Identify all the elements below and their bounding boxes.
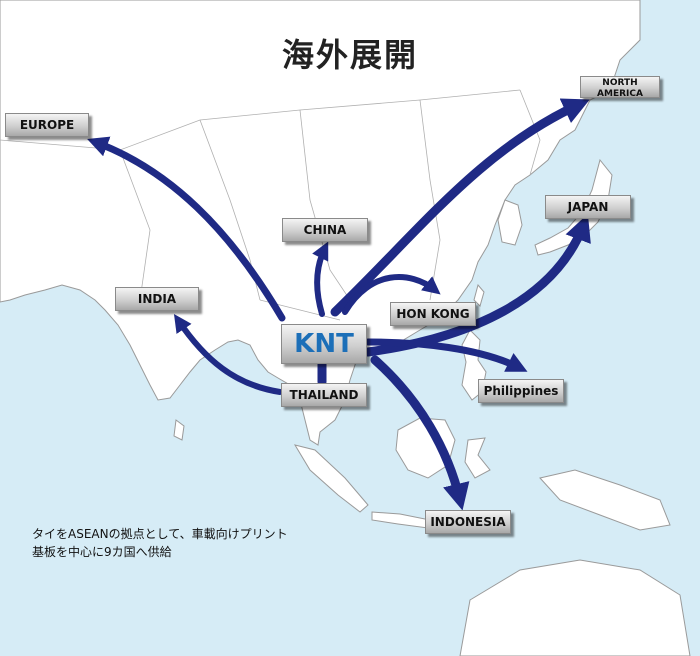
page-title: 海外展開 bbox=[281, 36, 418, 74]
caption-line-2: 基板を中心に9カ国へ供給 bbox=[32, 545, 172, 559]
arrow-to-hong-kong bbox=[342, 274, 441, 315]
landmass-new-guinea bbox=[539, 469, 671, 531]
landmass-sulawesi bbox=[464, 437, 491, 479]
landmass-sri-lanka bbox=[173, 419, 185, 441]
landmass-taiwan bbox=[473, 283, 485, 307]
export-arrows bbox=[87, 98, 591, 511]
caption-line-1: タイをASEANの拠点として、車載向けプリント bbox=[32, 527, 288, 541]
arrow-to-india bbox=[173, 314, 283, 395]
landmass-sumatra bbox=[293, 444, 369, 513]
arrow-to-indonesia bbox=[370, 355, 470, 511]
hub-knt: KNT bbox=[281, 324, 367, 364]
arrow-to-china bbox=[312, 241, 329, 317]
label-china: CHINA bbox=[282, 218, 368, 242]
label-india: INDIA bbox=[115, 287, 199, 311]
label-north-america: NORTH AMERICA bbox=[580, 76, 660, 99]
label-japan: JAPAN bbox=[545, 195, 631, 219]
label-indonesia: INDONESIA bbox=[425, 510, 511, 534]
label-thailand: THAILAND bbox=[281, 383, 367, 407]
label-europe: EUROPE bbox=[5, 113, 89, 137]
label-hong-kong: HON KONG bbox=[390, 302, 476, 326]
caption: タイをASEANの拠点として、車載向けプリント 基板を中心に9カ国へ供給 bbox=[32, 525, 332, 561]
landmass-australia bbox=[459, 559, 691, 656]
arrow-to-europe bbox=[87, 136, 286, 322]
label-philippines: Philippines bbox=[478, 379, 564, 403]
arrow-to-philippines bbox=[364, 338, 528, 372]
arrow-to-north-america bbox=[330, 98, 590, 317]
landmass-korea bbox=[497, 199, 523, 246]
